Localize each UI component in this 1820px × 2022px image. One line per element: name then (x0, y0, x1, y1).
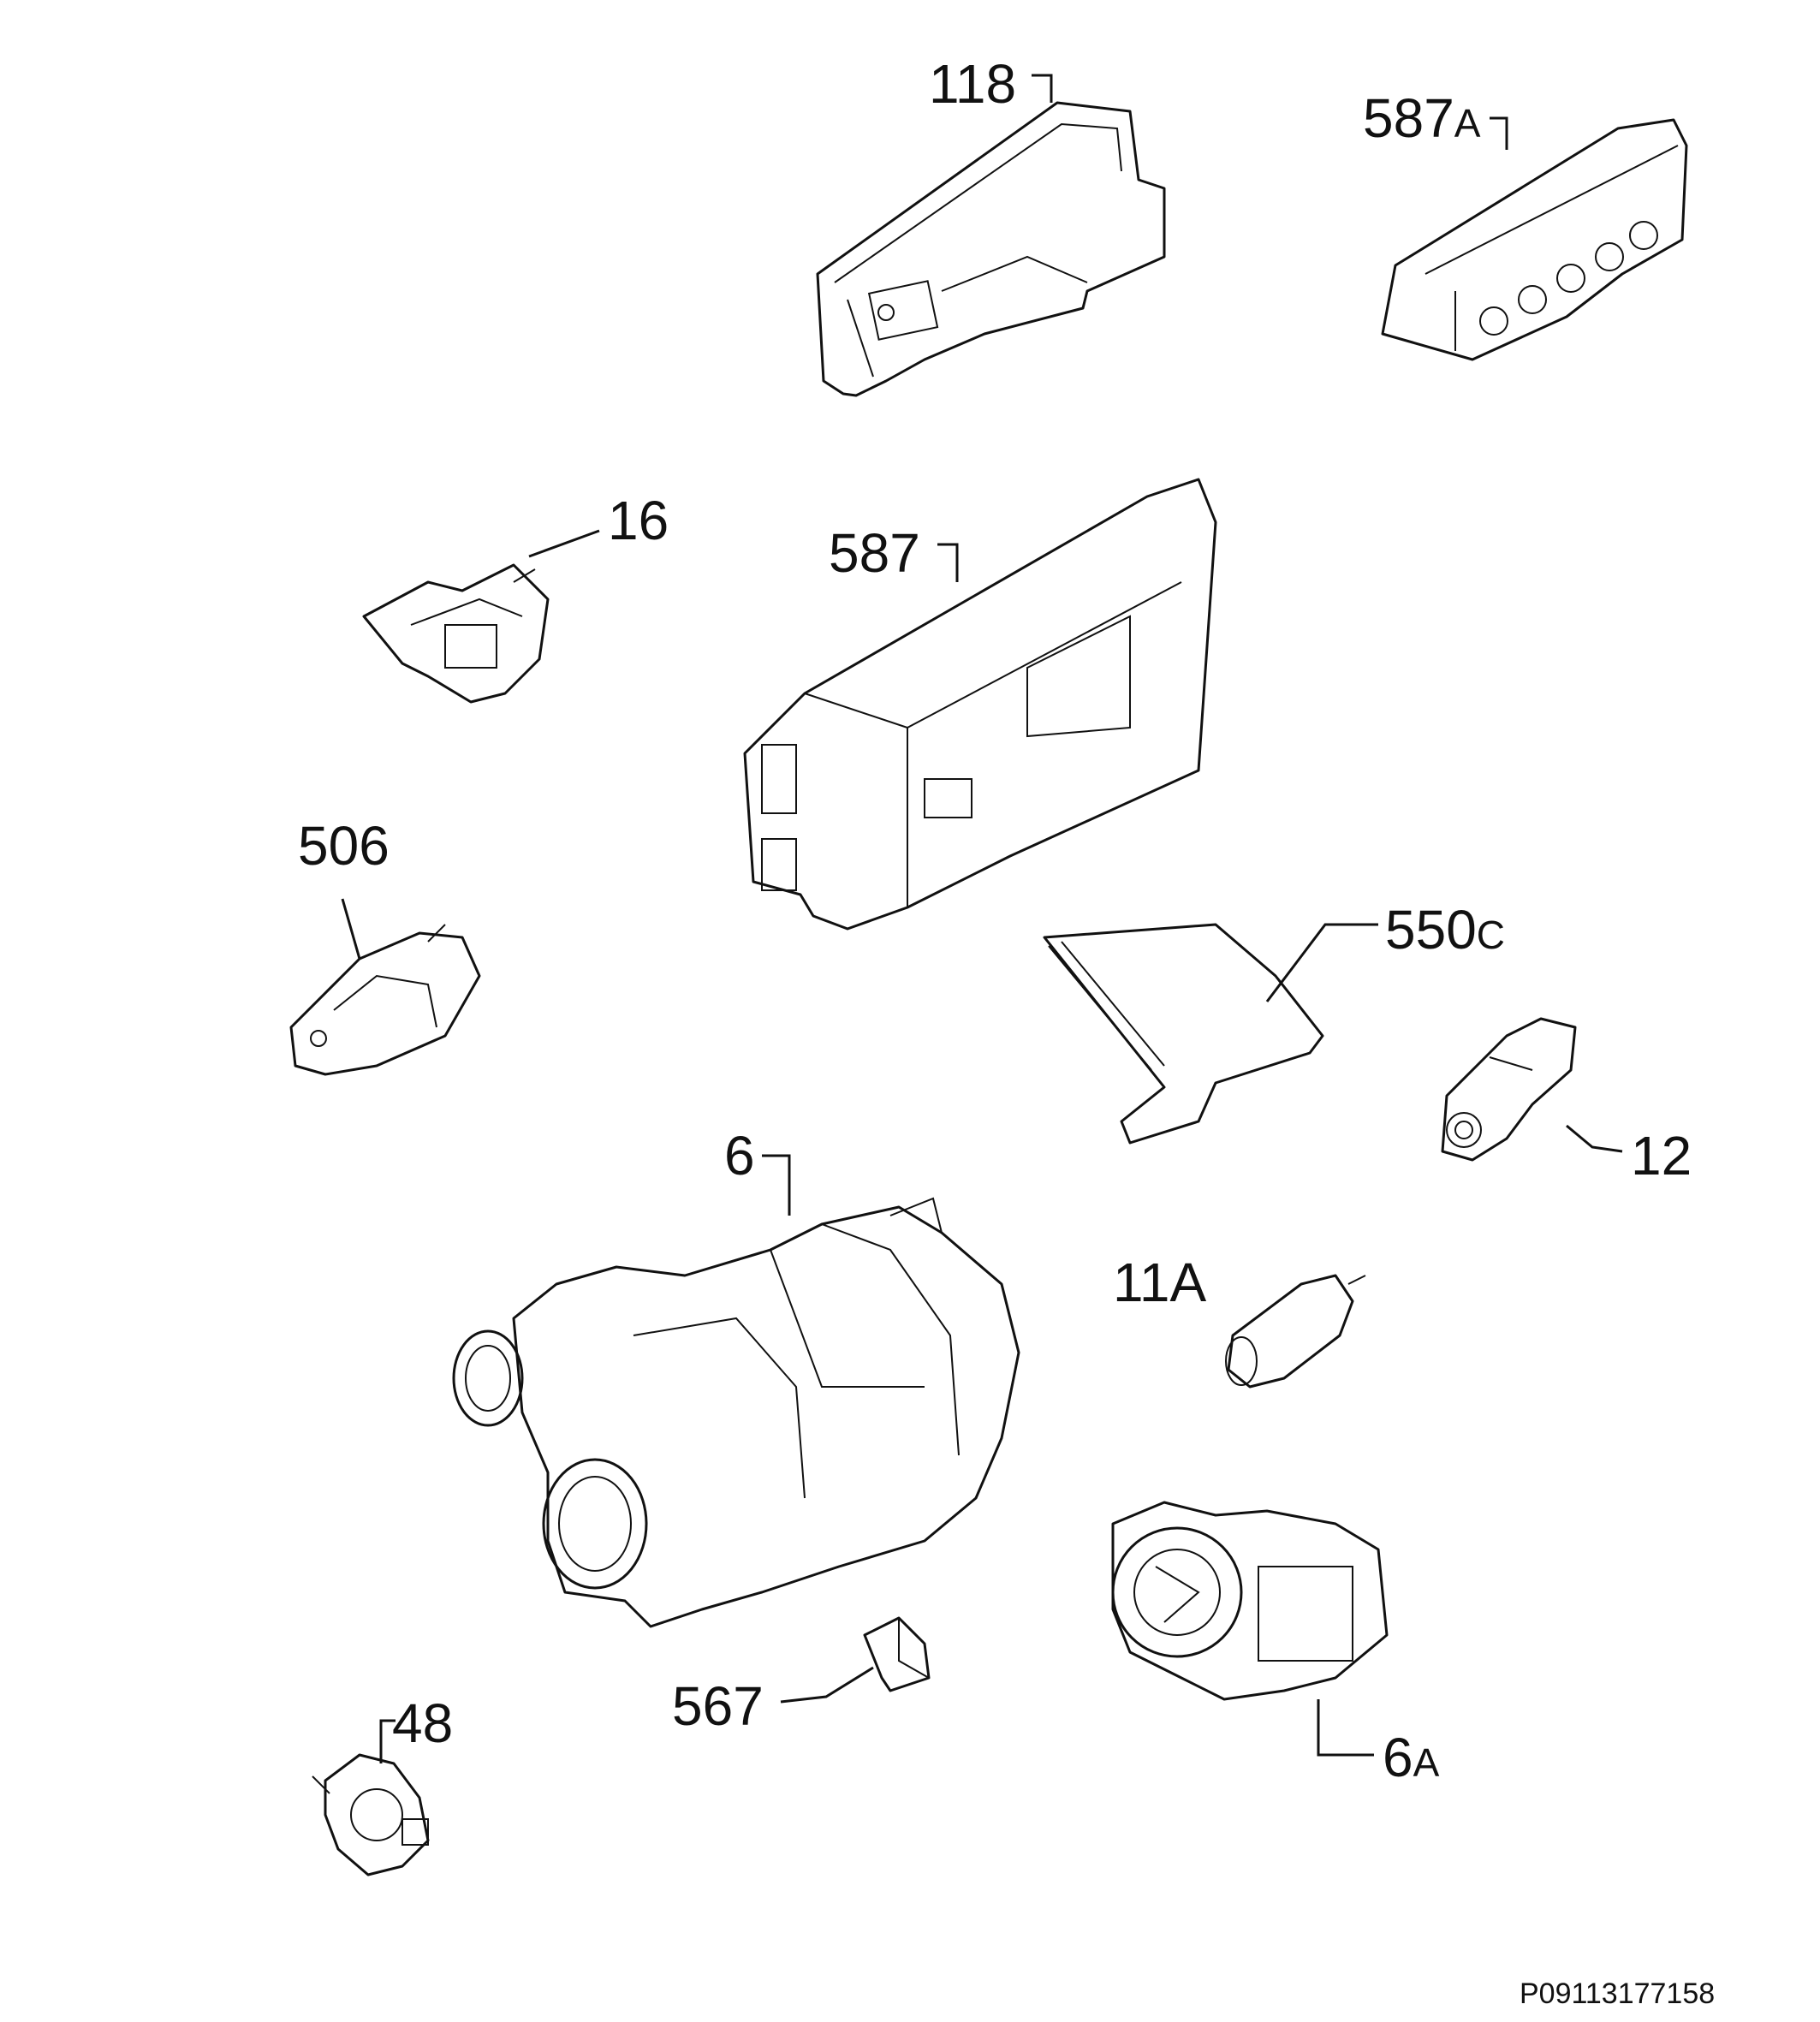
callout-6a: 6A (1317, 1699, 1440, 1788)
callout-16-label: 16 (608, 490, 669, 551)
part-550c-flap (1043, 923, 1324, 1145)
callout-6: 6 (724, 1125, 791, 1216)
part-11a-capacitor (1225, 1274, 1366, 1389)
part-506-latch (289, 924, 481, 1076)
callout-567-label: 567 (672, 1675, 764, 1737)
callout-587a-label: 587A (1363, 87, 1481, 149)
callout-587a-suffix: A (1454, 101, 1481, 146)
part-12-sensor (1441, 1017, 1577, 1162)
callout-118: 118 (929, 53, 1053, 115)
callout-48-label: 48 (392, 1692, 453, 1754)
part-118-dispenser (816, 101, 1166, 397)
callout-16: 16 (528, 490, 669, 558)
callout-11a-label: 11A (1113, 1252, 1206, 1313)
callout-6a-label: 6A (1383, 1727, 1440, 1788)
callout-506: 506 (298, 815, 390, 960)
callout-506-label: 506 (298, 815, 390, 877)
callout-6a-suffix: A (1413, 1740, 1440, 1785)
callout-550c-label: 550C (1385, 899, 1505, 960)
callout-118-label: 118 (929, 53, 1016, 115)
part-587-electronic-box (743, 478, 1217, 931)
callout-550c-suffix: C (1477, 913, 1505, 957)
callout-567: 567 (672, 1666, 874, 1737)
callout-12: 12 (1566, 1124, 1692, 1186)
part-48-sensor (312, 1753, 430, 1876)
callout-48: 48 (379, 1692, 453, 1763)
callout-6-label: 6 (724, 1125, 755, 1186)
callout-550c-number: 550 (1385, 899, 1477, 960)
part-16-switch (362, 563, 550, 704)
part-567-clip (863, 1616, 931, 1692)
callout-550c: 550C (1265, 899, 1505, 1002)
callout-11a: 11A (1113, 1252, 1206, 1313)
callout-587a: 587A (1363, 87, 1508, 150)
diagram-code: P09113177158 (1520, 1977, 1715, 2010)
callout-12-label: 12 (1631, 1125, 1692, 1186)
part-587a-control-module (1381, 118, 1688, 361)
callout-6a-number: 6 (1383, 1727, 1413, 1788)
part-6-circulation-pump (452, 1197, 1020, 1628)
callout-587a-number: 587 (1363, 87, 1454, 149)
part-6a-drain-pump (1111, 1501, 1389, 1701)
callout-587-label: 587 (829, 522, 920, 584)
callout-587: 587 (829, 522, 959, 584)
